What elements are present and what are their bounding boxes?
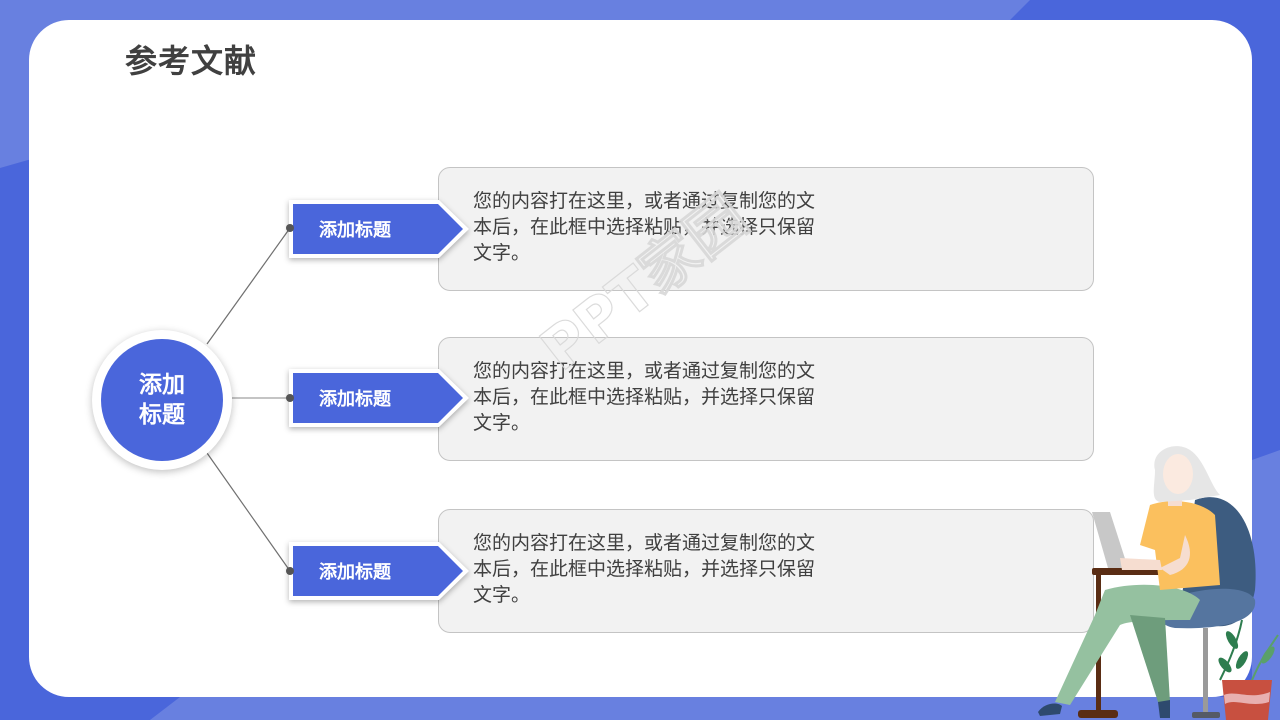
woman-working-at-laptop-icon xyxy=(1038,446,1279,720)
leaf xyxy=(1218,657,1232,673)
tag-label-1: 添加标题 xyxy=(293,204,463,254)
page-title: 参考文献 xyxy=(125,42,258,80)
leaf xyxy=(1261,646,1275,664)
arm xyxy=(1120,558,1162,570)
chair-stem xyxy=(1203,628,1208,713)
central-topic-line2: 标题 xyxy=(139,402,185,428)
face xyxy=(1163,454,1193,494)
connector-dot-3 xyxy=(286,567,294,575)
content-text-1[interactable]: 您的内容打在这里，或者通过复制您的文本后，在此框中选择粘贴，并选择只保留文字。 xyxy=(473,190,816,264)
content-text-2[interactable]: 您的内容打在这里，或者通过复制您的文本后，在此框中选择粘贴，并选择只保留文字。 xyxy=(473,360,816,434)
tag-label-3: 添加标题 xyxy=(293,546,463,596)
laptop-screen xyxy=(1092,512,1128,568)
central-topic-fill: 添加 标题 xyxy=(101,339,223,461)
content-box-2[interactable]: 您的内容打在这里，或者通过复制您的文本后，在此框中选择粘贴，并选择只保留文字。 xyxy=(438,337,1094,461)
leaf xyxy=(1225,631,1239,649)
central-topic-line1: 添加 xyxy=(139,372,185,398)
chair-base xyxy=(1192,712,1220,718)
shoe-right xyxy=(1158,700,1170,718)
tag-label-2: 添加标题 xyxy=(293,373,463,423)
heading-tag-3[interactable]: 添加标题 xyxy=(289,542,469,600)
arm-back xyxy=(1160,535,1190,575)
content-box-3[interactable]: 您的内容打在这里，或者通过复制您的文本后，在此框中选择粘贴，并选择只保留文字。 xyxy=(438,509,1094,633)
shoe-left xyxy=(1038,703,1062,716)
leaf xyxy=(1235,651,1249,669)
central-topic-circle[interactable]: 添加 标题 xyxy=(92,330,232,470)
content-box-1[interactable]: 您的内容打在这里，或者通过复制您的文本后，在此框中选择粘贴，并选择只保留文字。 xyxy=(438,167,1094,291)
table-base xyxy=(1078,710,1118,718)
heading-tag-2[interactable]: 添加标题 xyxy=(289,369,469,427)
heading-tag-1[interactable]: 添加标题 xyxy=(289,200,469,258)
shirt xyxy=(1140,501,1220,590)
pants-back xyxy=(1130,615,1170,702)
content-text-3[interactable]: 您的内容打在这里，或者通过复制您的文本后，在此框中选择粘贴，并选择只保留文字。 xyxy=(473,532,816,606)
plant-stem xyxy=(1219,619,1243,681)
connector-dot-2 xyxy=(286,394,294,402)
pot-stripe xyxy=(1224,692,1270,704)
connector-dot-1 xyxy=(286,224,294,232)
pants-front xyxy=(1055,584,1200,705)
